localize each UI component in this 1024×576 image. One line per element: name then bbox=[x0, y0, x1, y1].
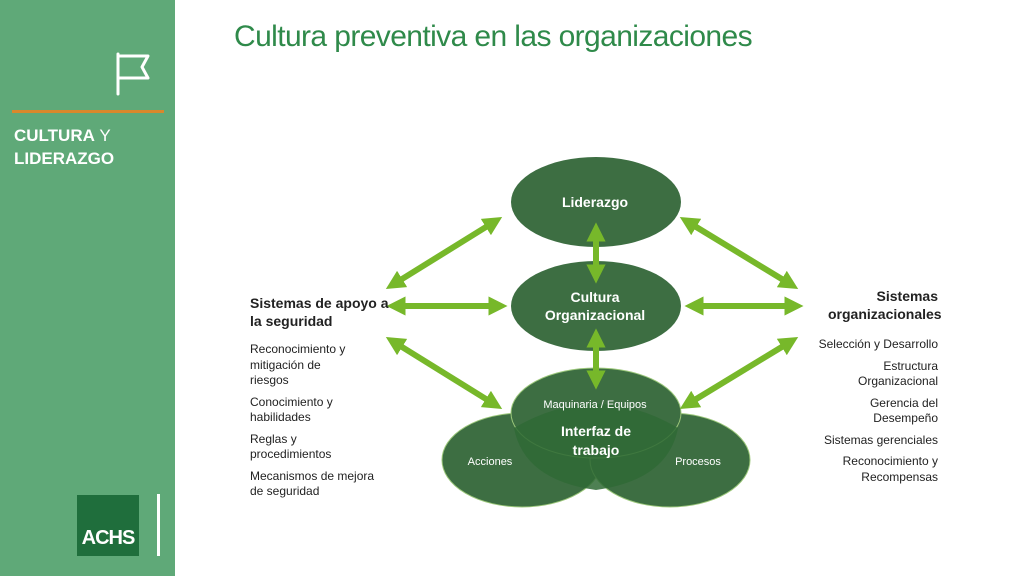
right-panel-item: Selección y Desarrollo bbox=[818, 337, 938, 351]
right-panel: Sistemas organizacionales Selección y De… bbox=[738, 287, 942, 491]
flag-icon bbox=[116, 52, 150, 96]
right-panel-item: Reconocimiento y Recompensas bbox=[842, 454, 938, 484]
label-work-interface-line-2: trabajo bbox=[573, 442, 620, 458]
label-culture-line-1: Cultura bbox=[571, 289, 620, 305]
left-panel-item: Mecanismos de mejora de seguridad bbox=[250, 468, 375, 499]
right-panel-item: Estructura Organizacional bbox=[858, 358, 939, 389]
section-title: CULTURA Y LIDERAZGO bbox=[14, 124, 114, 170]
right-panel-item: Sistemas gerenciales bbox=[823, 432, 938, 447]
label-work-interface-line-1: Interfaz de bbox=[561, 423, 631, 439]
page-title: Cultura preventiva en las organizaciones bbox=[234, 20, 753, 53]
label-machinery: Maquinaria / Equipos bbox=[543, 399, 647, 411]
achs-logo: ACHS bbox=[77, 495, 139, 556]
label-leadership: Liderazgo bbox=[562, 194, 628, 210]
logo-divider bbox=[157, 494, 160, 556]
section-title-word-2: LIDERAZGO bbox=[14, 149, 115, 168]
left-panel-item: Reconocimiento y mitigación de riesgos bbox=[250, 342, 346, 387]
node-culture bbox=[511, 261, 681, 351]
left-panel-item: Conocimiento y habilidades bbox=[250, 394, 333, 425]
arrow-left-bottom bbox=[385, 336, 503, 410]
section-title-word-1: CULTURA bbox=[14, 126, 95, 145]
left-panel-heading: Sistemas de apoyo a la seguridad bbox=[250, 295, 389, 329]
arrow-left-top bbox=[385, 216, 503, 290]
section-title-connector: Y bbox=[99, 126, 111, 145]
right-panel-item: Gerencia del Desempeño bbox=[869, 395, 938, 426]
left-panel: Sistemas de apoyo a la seguridad Reconoc… bbox=[250, 294, 400, 506]
left-panel-item: Reglas y procedimientos bbox=[250, 431, 332, 462]
sidebar-divider bbox=[12, 110, 164, 113]
label-actions: Acciones bbox=[468, 456, 513, 468]
label-culture-line-2: Organizacional bbox=[545, 307, 645, 323]
node-leadership bbox=[511, 157, 681, 247]
right-panel-heading: Sistemas organizacionales bbox=[828, 288, 942, 322]
label-processes: Procesos bbox=[675, 456, 721, 468]
work-interface-overlap bbox=[514, 404, 678, 490]
sidebar: CULTURA Y LIDERAZGO ACHS bbox=[0, 0, 175, 576]
arrow-right-bottom bbox=[679, 337, 799, 409]
arrow-right-top bbox=[679, 217, 799, 289]
